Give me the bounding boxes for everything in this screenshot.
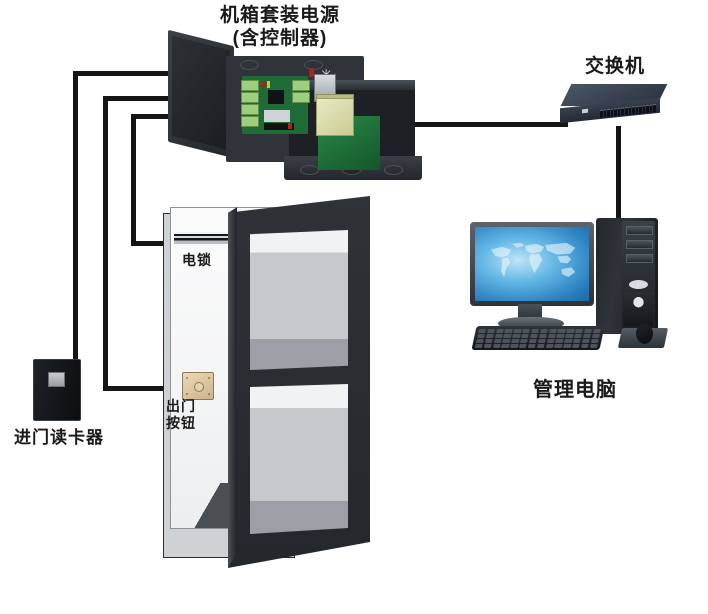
cable-switch-to-computer	[616, 126, 621, 222]
management-computer[interactable]	[468, 218, 684, 358]
drive-bay	[626, 240, 653, 249]
cable-controller-to-exitbutton-top	[103, 96, 187, 101]
door-leaf-edge	[228, 207, 237, 568]
knockout-hole	[384, 165, 403, 175]
mouse[interactable]	[636, 324, 653, 344]
door-leaf[interactable]	[228, 196, 370, 568]
led-indicator	[262, 81, 265, 88]
tower-vent	[624, 292, 653, 326]
monitor-stand-neck	[518, 304, 542, 320]
card-reader-body	[33, 359, 81, 421]
terminal-block	[292, 80, 310, 91]
wire-connector	[309, 68, 314, 77]
power-button[interactable]	[629, 280, 648, 289]
knockout-hole	[240, 60, 259, 70]
control-box-rim	[289, 80, 415, 90]
control-box[interactable]: ✳	[168, 29, 422, 180]
cable-controller-to-switch	[362, 122, 568, 127]
drive-bay	[626, 254, 653, 263]
cable-controller-to-lock-run	[131, 241, 191, 246]
cable-controller-to-exitbutton-run	[103, 386, 189, 391]
terminal-block	[241, 104, 259, 115]
optical-drive-bay	[626, 226, 653, 235]
door-assembly	[158, 196, 370, 568]
controller-module	[264, 110, 290, 122]
world-map-icon	[490, 243, 576, 278]
electric-lock-label: 电锁	[182, 252, 212, 268]
exit-button[interactable]	[182, 372, 214, 400]
keyboard[interactable]	[471, 326, 605, 350]
door-glass-upper	[250, 230, 348, 370]
cable-controller-to-lock-down	[131, 114, 136, 246]
controller-chip	[268, 90, 284, 104]
terminal-block	[241, 80, 259, 91]
computer-label: 管理电脑	[533, 379, 617, 401]
monitor	[470, 222, 594, 306]
cable-controller-to-reader-down	[73, 71, 78, 361]
backup-battery	[316, 98, 354, 136]
card-reader-label: 进门读卡器	[14, 428, 104, 447]
controller-header	[264, 123, 294, 130]
control-box-lid-inner	[172, 35, 230, 151]
exit-button-label: 出门按钮	[166, 398, 196, 432]
pc-tower	[596, 218, 658, 334]
controller-pcb	[241, 76, 380, 170]
card-reader[interactable]	[33, 359, 81, 421]
led-indicator	[267, 81, 270, 88]
monitor-screen	[475, 227, 589, 301]
network-switch[interactable]	[560, 84, 668, 128]
capacitor	[288, 123, 292, 129]
knockout-hole	[300, 165, 319, 175]
terminal-block	[292, 92, 310, 103]
cable-controller-to-lock-top	[131, 114, 189, 119]
control-box-label: 机箱套装电源(含控制器)	[219, 5, 340, 50]
terminal-block	[241, 116, 259, 127]
switch-label: 交换机	[584, 56, 645, 77]
exit-button-switch[interactable]	[194, 382, 204, 392]
door-glass-lower	[250, 384, 348, 534]
card-reader-badge	[48, 372, 65, 387]
cable-controller-to-exitbutton-down	[103, 96, 108, 390]
switch-led	[582, 108, 588, 114]
cable-controller-to-reader-top	[73, 71, 185, 76]
terminal-block	[241, 92, 259, 103]
